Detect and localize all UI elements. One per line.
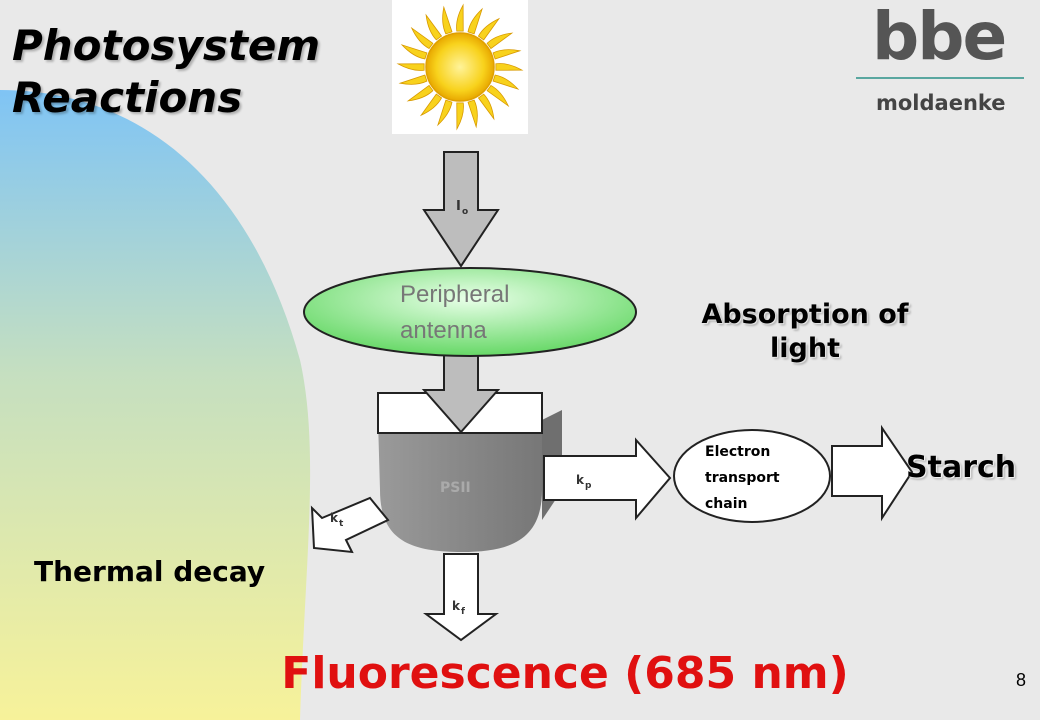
title-line2: Reactions	[12, 73, 243, 122]
sun-ray	[492, 49, 522, 60]
absorption-caption: Absorption of light	[701, 299, 909, 364]
kf-arrow: k f	[422, 553, 500, 642]
sun-ray	[419, 93, 443, 117]
sun-ray	[410, 26, 434, 50]
sun-ray	[486, 32, 514, 50]
logo-bbe: bbe	[872, 0, 1007, 75]
sun-ray	[486, 84, 510, 108]
etc-line1: Electron	[705, 444, 770, 460]
sun-ray	[477, 93, 495, 121]
antenna-to-psii-arrow	[421, 351, 501, 434]
antenna-label-line2: antenna	[400, 317, 487, 344]
title-line1: Photosystem	[12, 21, 321, 70]
thermal-decay-caption: Thermal decay	[34, 555, 266, 588]
io-label: I	[456, 199, 461, 214]
logo-divider	[856, 77, 1024, 79]
starch-arrow	[831, 424, 914, 522]
sun-ray	[425, 13, 443, 41]
etc-line2: transport	[705, 470, 780, 486]
sun-ray	[456, 3, 464, 32]
kt-label: k	[330, 511, 339, 525]
fluorescence-caption: Fluorescence (685 nm)	[281, 648, 849, 699]
kt-arrow: k t	[310, 496, 390, 554]
kp-subscript: p	[585, 481, 592, 491]
kp-arrow: k p	[543, 437, 672, 521]
sun-ray	[398, 74, 428, 85]
sun-ray	[467, 99, 478, 129]
sun-ray	[477, 17, 501, 41]
sun-ray	[456, 102, 464, 131]
sun-icon	[392, 0, 528, 134]
background-gradient-shape	[0, 90, 311, 720]
slide-title: Photosystem Reactions	[12, 20, 320, 124]
kp-label: k	[576, 473, 585, 487]
sun-ray	[495, 63, 524, 71]
sun-ray	[492, 74, 520, 90]
peripheral-antenna: Peripheral antenna	[303, 267, 637, 357]
sun-ray	[437, 99, 453, 127]
io-subscript: o	[462, 207, 468, 217]
sun-ray	[400, 44, 428, 60]
sun-ray	[406, 84, 434, 102]
kf-label: k	[452, 599, 461, 613]
incoming-light-arrow: I o	[422, 151, 500, 268]
page-number: 8	[1016, 670, 1027, 690]
electron-transport-chain: Electron transport chain	[673, 429, 831, 523]
etc-line3: chain	[705, 496, 747, 512]
sun-ray	[467, 7, 483, 35]
kt-subscript: t	[339, 519, 344, 529]
sun-ray	[396, 63, 425, 71]
sun-ray	[442, 5, 453, 35]
antenna-label-line1: Peripheral	[400, 281, 509, 308]
psii-label: PSII	[440, 480, 471, 496]
starch-caption: Starch	[906, 450, 1017, 485]
kf-subscript: f	[461, 607, 465, 617]
logo-moldaenke: moldaenke	[876, 91, 1006, 115]
